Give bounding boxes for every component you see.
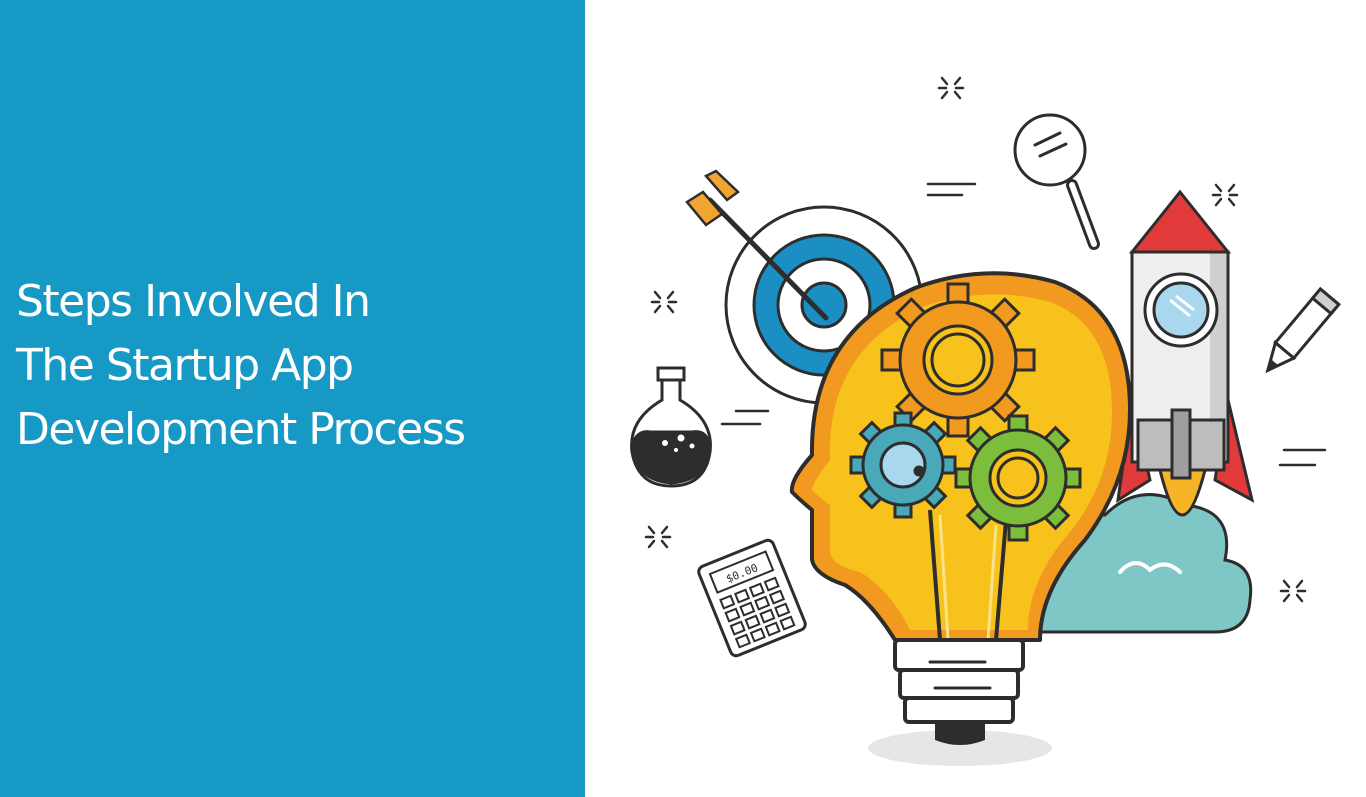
title-line-2: The Startup App xyxy=(16,340,354,391)
arrow-icon xyxy=(685,169,829,321)
title-line-1: Steps Involved In xyxy=(16,276,371,327)
idea-illustration: $0.00 xyxy=(585,0,1366,797)
pencil-icon xyxy=(1265,286,1341,374)
sparkle-icon xyxy=(1211,183,1239,207)
calculator-icon: $0.00 xyxy=(697,538,807,658)
gears-icon xyxy=(849,282,1082,542)
sparkle-icon xyxy=(650,290,678,314)
title-line-3: Development Process xyxy=(16,404,466,455)
title-panel: Steps Involved In The Startup App Develo… xyxy=(0,0,585,797)
flask-icon xyxy=(630,366,712,488)
sparkle-icon xyxy=(1279,579,1307,603)
magnifier-icon xyxy=(1013,113,1100,250)
speed-lines xyxy=(720,182,1327,467)
sparkle-icon xyxy=(937,76,965,100)
sparkle-icon xyxy=(644,525,672,549)
rocket-icon xyxy=(1116,189,1255,517)
lightbulb-head-icon xyxy=(789,271,1132,745)
page-title: Steps Involved In The Startup App Develo… xyxy=(16,270,576,462)
